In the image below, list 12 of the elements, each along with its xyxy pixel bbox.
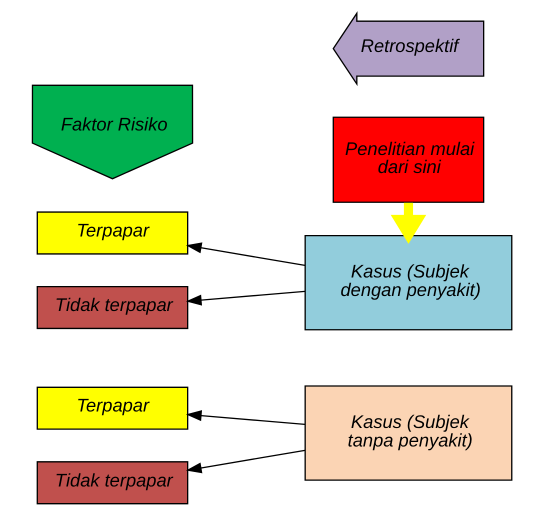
arrow: [186, 450, 306, 474]
arrow: [186, 410, 306, 426]
node-box: Tidak terpapar: [36, 286, 188, 330]
node-box: Kasus (Subjek tanpa penyakit): [304, 385, 512, 481]
node-box: Tidak terpapar: [36, 461, 188, 504]
node-box: Penelitian mulai dari sini: [332, 116, 484, 203]
arrow: [186, 242, 306, 266]
node-box: Terpapar: [36, 386, 188, 430]
arrow: [186, 290, 306, 306]
node-box: Terpapar: [36, 211, 188, 255]
node-box: Kasus (Subjek dengan penyakit): [304, 234, 512, 330]
arrow: [390, 202, 426, 244]
